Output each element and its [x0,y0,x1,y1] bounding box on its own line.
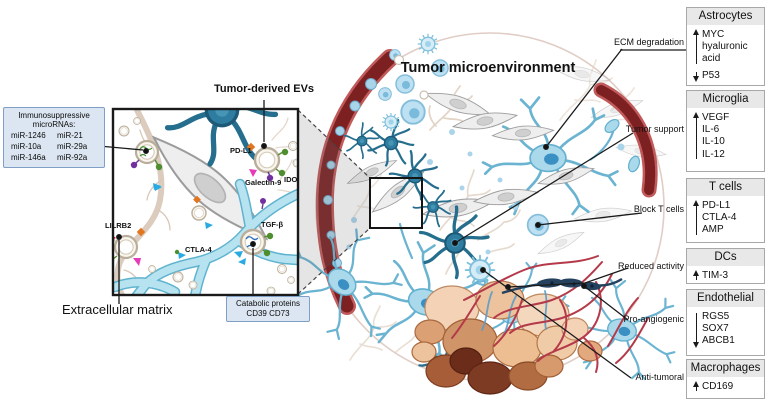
panel-macrophages: Macrophages CD169 [686,359,765,399]
panel-title: Astrocytes [687,8,764,25]
inset-pointer-lines [98,100,267,304]
panel-item: IL-6 [702,124,720,136]
up-arrow-icon [692,200,702,237]
panel-item: SOX7 [702,323,729,335]
panel-title: Microglia [687,91,764,108]
up-arrow-icon [692,29,702,66]
inset-border [111,107,300,297]
circle-title: Tumor microenvironment [400,60,576,76]
round-blue-cells [346,49,550,255]
down-arrow-icon [692,70,702,82]
panel-item: hyaluronic acid [702,41,748,65]
panel-title: Endothelial [687,290,764,307]
annotation-anti-tumoral: Anti-tumoral [635,372,684,382]
tgfb-label: TGF-β [261,220,284,229]
panel-title: Macrophages [687,360,764,377]
ido-label: IDO [284,175,298,184]
up-arrow-icon [692,270,702,282]
astrocyte-cells [268,96,688,387]
panel-item: ABCB1 [702,335,735,347]
annotation-lines [452,48,686,379]
inset-magnified-view [111,107,300,297]
panel-title: DCs [687,249,764,266]
panel-item: CD169 [702,381,734,392]
ev-small [191,195,213,229]
panel-title: T cells [687,179,764,196]
panel-microglia: Microglia VEGF IL-6 IL-10 IL-12 [686,90,765,172]
mirna-box-title: Immunosuppressive microRNAs: [18,111,90,130]
annotation-reduced-activity: Reduced activity [617,261,684,271]
panel-item: MYC [702,29,725,40]
mirna-item: miR-1246 [11,131,46,141]
immunosuppressive-mirna-box: Immunosuppressive microRNAs: miR-1246 mi… [3,107,105,169]
mirna-item: miR-29a [57,142,88,152]
panel-dcs: DCs TIM-3 [686,248,765,284]
panel-item: PD-L1 [702,200,731,211]
ctla4-label: CTLA-4 [185,245,212,254]
panel-item: VEGF [702,112,730,123]
lilrb2-label: LILRB2 [105,221,132,230]
panel-item: CTLA-4 [702,212,737,224]
panel-item: IL-12 [702,148,725,160]
catabolic-line1: Catabolic proteins [235,299,301,308]
panel-item: TIM-3 [702,270,729,281]
ev-pdl1 [246,142,289,182]
panel-astrocytes: Astrocytes MYC hyaluronic acid P53 [686,7,765,86]
mirna-item: miR-146a [11,153,46,163]
up-arrow-icon [692,381,702,393]
panel-endothelial: Endothelial RGS5 SOX7 ABCB1 [686,289,765,356]
panel-t-cells: T cells PD-L1 CTLA-4 AMP [686,178,765,243]
up-arrow-icon [692,112,702,161]
panel-item: RGS5 [702,311,730,322]
blood-vessel-right [589,82,658,198]
mirna-item: miR-92a [57,153,88,163]
annotation-ecm-degradation: ECM degradation [613,37,684,47]
mirna-item: miR-10a [11,142,42,152]
inset-astrocyte-process [114,178,297,294]
pdl1-label: PD-L1 [230,146,252,155]
panel-item: P53 [702,69,720,81]
catabolic-line2: CD39 CD73 [246,309,290,318]
zoom-callout [297,109,423,295]
panel-item: AMP [702,224,724,236]
tumor-derived-evs-label: Tumor-derived EVs [214,83,315,95]
capillary-network [451,255,649,373]
annotation-block-t-cells: Block T cells [633,204,684,214]
extracellular-matrix-label: Extracellular matrix [62,302,173,317]
panel-item: IL-10 [702,136,725,148]
focus-square [369,177,423,229]
ev-tgfb [234,198,274,265]
mirna-item: miR-21 [57,131,83,141]
annotation-pro-angiogenic: Pro-angiogenic [623,314,684,324]
ev-lilrb2 [114,227,186,266]
down-arrow-icon [692,311,702,348]
catabolic-proteins-box: Catabolic proteins CD39 CD73 [226,296,310,322]
annotation-tumor-support: Tumor support [625,124,684,134]
galectin9-label: Galectin-9 [245,178,282,187]
